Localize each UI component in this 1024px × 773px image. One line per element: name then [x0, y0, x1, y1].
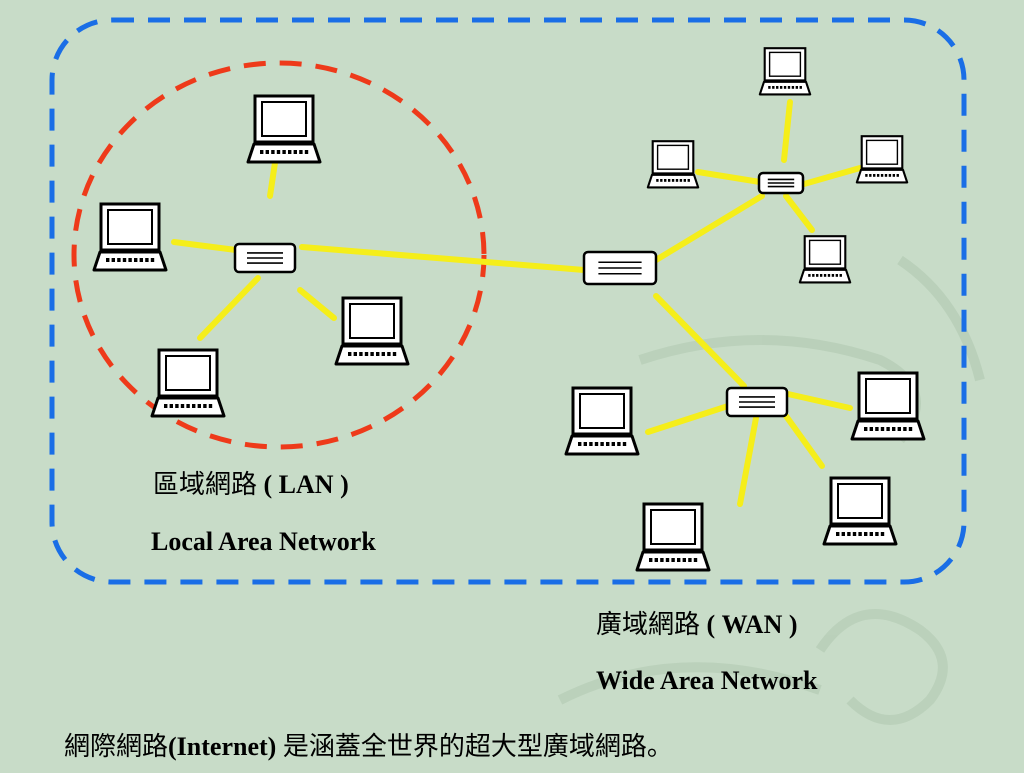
links-group: [171, 99, 863, 507]
laptop-icon: [564, 386, 640, 456]
laptop-icon: [798, 235, 852, 284]
hub-icon: [582, 250, 658, 286]
laptop-icon: [822, 476, 898, 546]
wan-pc-br: [850, 371, 926, 441]
wan-boundary: [49, 17, 967, 585]
wan-pc-left: [646, 140, 700, 189]
lan-title-zh: 區域網路: [153, 470, 258, 499]
caption-zh-suffix: 是涵蓋全世界的超大型廣域網路。: [276, 732, 673, 761]
hub-icon: [725, 386, 789, 418]
lan-pc-bottom-left: [150, 348, 226, 418]
link-line: [299, 244, 587, 273]
wan-title-abbr: ( WAN ): [706, 610, 798, 639]
link-line: [785, 391, 853, 411]
wan-pc-bottom-right: [822, 476, 898, 546]
laptop-icon: [635, 502, 711, 572]
wan-title: 廣域網路 ( WAN ): [596, 604, 798, 641]
link-line: [801, 165, 863, 187]
wan-bottom-hub: [725, 386, 789, 418]
wan-subtitle: Wide Area Network: [596, 666, 818, 695]
lan-hub: [233, 242, 297, 274]
devices-group: [92, 47, 926, 572]
lan-subtitle: Local Area Network: [151, 527, 376, 556]
lan-title: 區域網路 ( LAN ): [153, 464, 349, 501]
internet-caption: 網際網路(Internet) 是涵蓋全世界的超大型廣域網路。: [64, 726, 673, 763]
laptop-icon: [334, 296, 410, 366]
link-line: [653, 193, 765, 263]
lan-pc-bottom-right: [334, 296, 410, 366]
link-line: [781, 99, 793, 163]
lan-pc-left: [92, 202, 168, 272]
wan-title-zh: 廣域網路: [596, 610, 701, 639]
wan-core-hub: [582, 250, 658, 286]
wan-pc-bl: [564, 386, 640, 456]
link-line: [171, 239, 239, 253]
link-line: [653, 293, 747, 389]
background-decoration: [557, 255, 985, 725]
wan-pc-top: [758, 47, 812, 96]
link-line: [297, 287, 337, 321]
hub-icon: [757, 171, 805, 195]
laptop-icon: [758, 47, 812, 96]
link-line: [645, 403, 731, 435]
caption-en: (Internet): [168, 732, 277, 761]
lan-title-abbr: ( LAN ): [263, 470, 349, 499]
link-line: [695, 169, 763, 185]
wan-pc-lower: [798, 235, 852, 284]
link-line: [197, 275, 261, 341]
link-line: [783, 413, 825, 469]
lan-boundary: [71, 60, 487, 450]
link-line: [737, 415, 759, 507]
wan-top-hub: [757, 171, 805, 195]
laptop-icon: [92, 202, 168, 272]
hub-icon: [233, 242, 297, 274]
link-line: [783, 193, 815, 233]
caption-zh-prefix: 網際網路: [64, 732, 169, 761]
lan-pc-top: [246, 94, 322, 164]
wan-pc-right: [855, 135, 909, 184]
laptop-icon: [646, 140, 700, 189]
wan-pc-bottom: [635, 502, 711, 572]
laptop-icon: [850, 371, 926, 441]
laptop-icon: [855, 135, 909, 184]
laptop-icon: [246, 94, 322, 164]
laptop-icon: [150, 348, 226, 418]
